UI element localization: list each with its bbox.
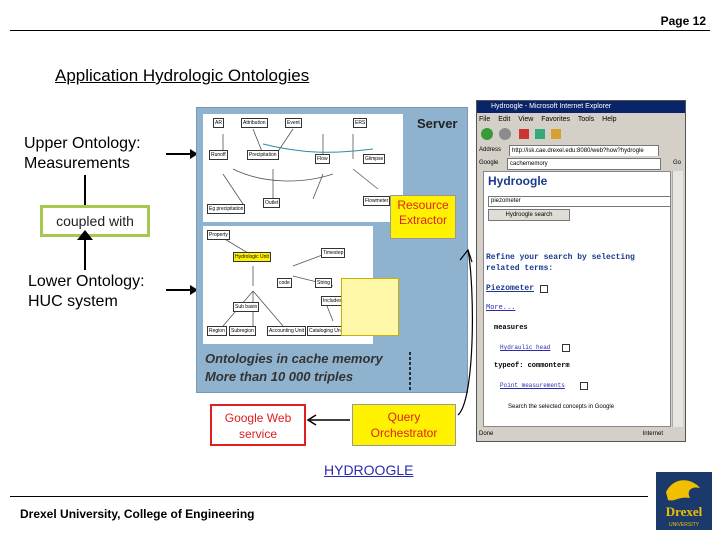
node-glimpse: Glimpse [363, 154, 385, 164]
node-flowmeter: Flowmeter [363, 196, 390, 206]
svg-text:UNIVERSITY: UNIVERSITY [669, 522, 700, 528]
typeof-label: typeof: commonterm [494, 362, 570, 370]
menu-help[interactable]: Help [602, 116, 616, 123]
back-icon[interactable] [481, 128, 493, 140]
node-sub-basin: Sub basin [233, 302, 259, 312]
upper-ontology-graph: AR Attribution Event ERS Runoff Precipit… [203, 114, 403, 222]
top-rule [10, 30, 710, 31]
term-hydraulic-head[interactable]: Hydraulic head [500, 344, 550, 351]
browser-title-bar: Hydroogle - Microsoft Internet Explorer [477, 101, 685, 113]
term-point-measurements[interactable]: Point measurements [500, 382, 565, 389]
svg-text:Drexel: Drexel [666, 504, 703, 519]
menu-edit[interactable]: Edit [498, 116, 510, 123]
measures-label: measures [494, 324, 528, 332]
checkbox-piezometer[interactable] [540, 285, 548, 293]
node-flow: Flow [315, 154, 330, 164]
node-attribution: Attribution [241, 118, 268, 128]
node-property: Property [207, 230, 230, 240]
browser-menu-bar: File Edit View Favorites Tools Help [479, 115, 683, 125]
menu-tools[interactable]: Tools [578, 116, 594, 123]
connector-upper [84, 175, 86, 205]
browser-page: Hydroogle piezometer Hydroogle search Re… [483, 171, 671, 427]
connector-lower [84, 236, 86, 270]
menu-view[interactable]: View [518, 116, 533, 123]
google-toolbar-label: Google [479, 160, 498, 166]
address-bar: Address http://isk.cae.drexel.edu:8080/w… [479, 145, 683, 156]
refine-text: Refine your search by selecting related … [486, 252, 662, 274]
more-link[interactable]: More... [486, 304, 515, 312]
node-event: Event [285, 118, 302, 128]
status-bar: Done Internet [479, 429, 683, 440]
lower-ontology-line2: HUC system [28, 292, 145, 312]
lower-ontology-line1: Lower Ontology: [28, 272, 145, 292]
arrow-up-icon [77, 230, 93, 240]
node-region: Region [207, 326, 227, 336]
lower-ontology-label: Lower Ontology: HUC system [28, 272, 145, 312]
google-toolbar-input[interactable]: cachememory [507, 158, 661, 170]
upper-ontology-label: Upper Ontology: Measurements [24, 134, 141, 174]
refresh-icon[interactable] [535, 129, 545, 139]
address-input[interactable]: http://isk.cae.drexel.edu:8080/web?how?h… [509, 145, 659, 156]
page-heading: Hydroogle [488, 174, 547, 188]
slide-title: Application Hydrologic Ontologies [55, 66, 309, 86]
page-number: Page 12 [661, 14, 706, 28]
google-web-service-box: Google Web service [210, 404, 306, 446]
node-code: code [277, 278, 292, 288]
google-ws-line1: Google Web [212, 410, 304, 426]
upper-ontology-line1: Upper Ontology: [24, 134, 141, 154]
drexel-logo: Drexel UNIVERSITY [656, 472, 712, 530]
coupled-with-box: coupled with [40, 205, 150, 237]
resource-extractor-line1: Resource [391, 198, 455, 213]
dragon-icon: Drexel UNIVERSITY [656, 472, 712, 530]
checkbox-point-measurements[interactable] [580, 382, 588, 390]
forward-icon[interactable] [499, 128, 511, 140]
node-outlet: Outlet [263, 198, 280, 208]
bottom-rule [10, 496, 648, 497]
status-done: Done [479, 431, 493, 437]
term-piezometer[interactable]: Piezometer [486, 284, 534, 293]
menu-file[interactable]: File [479, 116, 490, 123]
node-precipitation: Precipitation [247, 150, 279, 160]
flow-arrows [300, 230, 490, 440]
upper-ontology-line2: Measurements [24, 154, 141, 174]
node-runoff: Runoff [209, 150, 228, 160]
browser-toolbar [479, 127, 683, 143]
home-icon[interactable] [551, 129, 561, 139]
resource-extractor-line2: Extractor [391, 213, 455, 228]
google-toolbar: Google cachememory Go [479, 158, 683, 169]
checkbox-hydraulic-head[interactable] [562, 344, 570, 352]
node-subregion: Subregion [229, 326, 256, 336]
node-ers: ERS [353, 118, 367, 128]
google-ws-line2: service [212, 426, 304, 442]
node-eg-precipitation: Eg precipitation [207, 204, 245, 214]
menu-favorites[interactable]: Favorites [541, 116, 570, 123]
status-zone: Internet [643, 429, 663, 440]
hydroogle-link[interactable]: HYDROOGLE [324, 462, 413, 478]
address-label: Address [479, 147, 501, 153]
stop-icon[interactable] [519, 129, 529, 139]
hydroogle-search-input[interactable]: piezometer [488, 196, 671, 207]
node-ar: AR [213, 118, 224, 128]
node-hydrologic-unit: Hydrologic Unit [233, 252, 271, 262]
footer-text: Drexel University, College of Engineerin… [20, 507, 255, 521]
browser-window: Hydroogle - Microsoft Internet Explorer … [476, 100, 686, 442]
search-selected-button[interactable]: Search the selected concepts in Google [508, 404, 614, 410]
vertical-scrollbar[interactable] [672, 171, 683, 427]
google-go-button[interactable]: Go [673, 158, 681, 169]
hydroogle-search-button[interactable]: Hydroogle search [488, 209, 570, 221]
server-label: Server [417, 116, 457, 131]
